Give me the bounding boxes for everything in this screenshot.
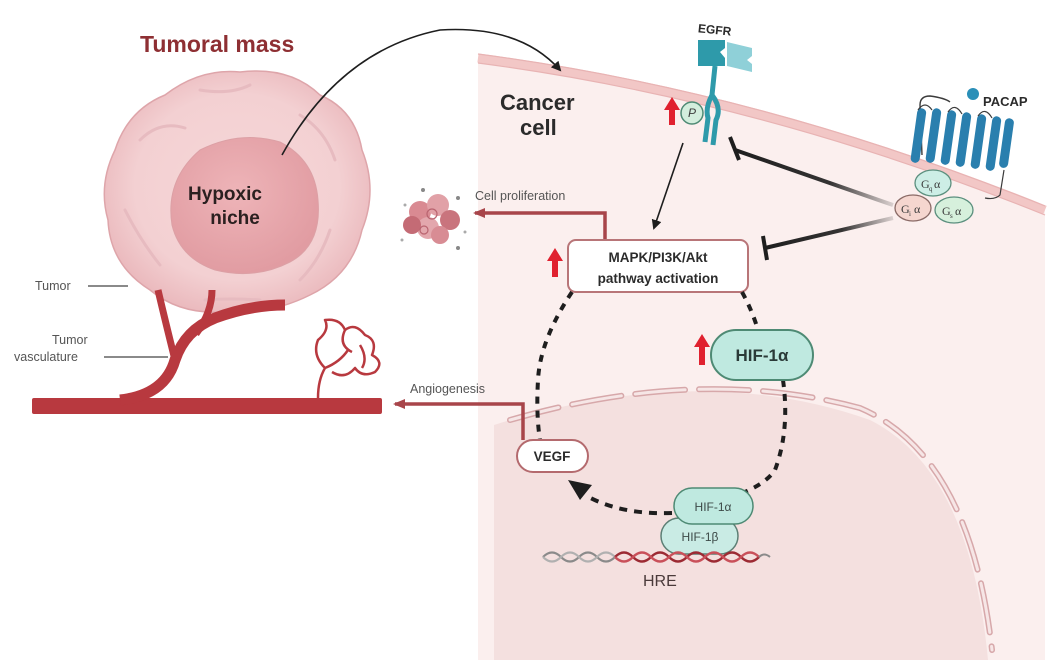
proliferating-cells-icon: [400, 188, 467, 250]
niche-to-cell-arrow: [281, 28, 562, 156]
phospho-label: P: [688, 106, 696, 120]
angiogenesis-arrow: [393, 399, 525, 440]
tumor-texture: [123, 83, 337, 302]
hif-to-vegf-arrow: [584, 493, 673, 516]
svg-text:G: G: [921, 177, 930, 191]
svg-text:s: s: [950, 212, 953, 220]
hypoxic-label-line1: Hypoxic: [188, 184, 262, 205]
main-vessel: [32, 398, 382, 414]
gi-alpha-subunit: G i α: [894, 194, 932, 222]
feedback-loop-left: [535, 290, 574, 441]
svg-text:α: α: [955, 204, 962, 218]
angiogenic-sprouts: [314, 318, 381, 399]
phosphorylation-badge: P: [680, 101, 704, 125]
cancer-cell-label-line2: cell: [520, 115, 557, 140]
mapk-pi3k-akt-box: MAPK/PI3K/Akt pathway activation: [567, 239, 749, 293]
svg-text:i: i: [909, 210, 911, 218]
feedback-loop-right-top: [740, 291, 760, 331]
vegf-badge: VEGF: [516, 439, 589, 473]
hif1a-nuclear-badge: HIF-1α: [673, 487, 754, 525]
tumor-label: Tumor: [35, 279, 71, 293]
tumor-mass: Hypoxic niche: [103, 70, 371, 314]
vegf-label: VEGF: [534, 449, 571, 464]
inhibition-egfr: [728, 136, 894, 207]
vessel-branch: [154, 289, 179, 361]
pathway-label-line1: MAPK/PI3K/Akt: [608, 250, 708, 265]
nucleus: [494, 386, 995, 660]
gq-alpha-subunit: G q α: [914, 169, 952, 197]
hypoxic-label-line2: niche: [210, 208, 260, 229]
egfr-label: EGFR: [697, 21, 732, 38]
inhibition-pathway: [761, 216, 894, 261]
vegf-arrowhead-icon: [568, 480, 592, 500]
tumor-vasculature: [32, 289, 382, 414]
nuclear-envelope-inner: [508, 387, 994, 652]
angiogenesis-label: Angiogenesis: [410, 382, 485, 396]
tumor-vasculature-label-line2: vasculature: [14, 350, 78, 364]
upregulation-arrow-icon: [664, 97, 680, 125]
svg-text:α: α: [914, 202, 921, 216]
hif1b-badge: HIF-1β: [660, 517, 739, 555]
cancer-cell-label-line1: Cancer: [500, 90, 575, 115]
cell-proliferation-arrow: [473, 208, 607, 240]
dna-helix-icon: [542, 551, 771, 563]
hif1a-label: HIF-1α: [736, 346, 790, 365]
upregulation-arrow-icon: [547, 248, 563, 277]
egfr-to-pathway-arrow: [651, 142, 684, 230]
pacap-receptor-icon: [910, 95, 1014, 200]
vessel-branch: [119, 299, 286, 406]
nucleus-body: [494, 391, 988, 660]
hre-label: HRE: [643, 573, 677, 590]
pacap-ligand-icon: [967, 88, 979, 100]
hif1a-cytoplasm-badge: HIF-1α: [710, 329, 814, 381]
egfr-receptor-icon: EGFR: [697, 21, 752, 146]
svg-text:q: q: [929, 185, 933, 193]
pathway-label-line2: pathway activation: [598, 271, 719, 286]
svg-text:G: G: [942, 204, 951, 218]
hypoxic-niche: [170, 137, 319, 275]
svg-text:G: G: [901, 202, 910, 216]
tumor-vasculature-label-line1: Tumor: [52, 333, 88, 347]
gs-alpha-subunit: G s α: [934, 196, 974, 224]
cell-membrane-edge: [477, 62, 1046, 216]
vessel-branch: [193, 289, 216, 337]
tumoral-mass-title: Tumoral mass: [140, 31, 294, 57]
hif1b-label: HIF-1β: [682, 530, 719, 544]
svg-text:α: α: [934, 177, 941, 191]
pacap-label: PACAP: [983, 94, 1028, 109]
upregulation-arrow-icon: [694, 334, 710, 365]
hif1a-nuclear-label: HIF-1α: [695, 500, 732, 514]
cell-proliferation-label: Cell proliferation: [475, 189, 565, 203]
